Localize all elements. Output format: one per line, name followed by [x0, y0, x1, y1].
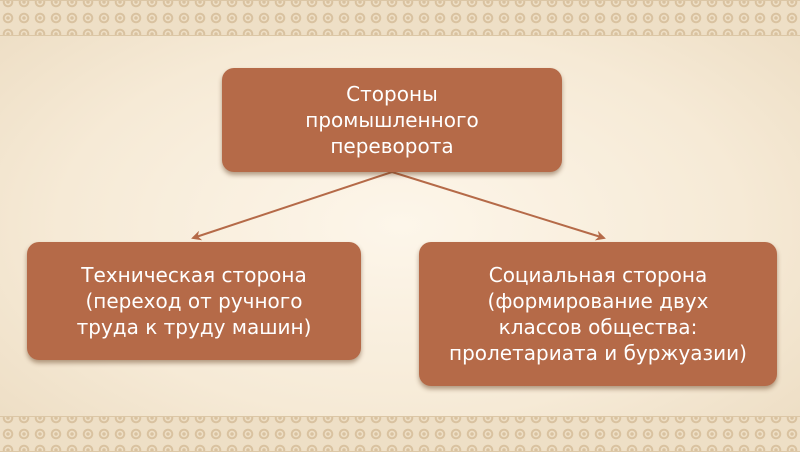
- ornamental-border-top: [0, 0, 800, 36]
- ornamental-border-bottom: [0, 416, 800, 452]
- root-node-label: Стороны промышленного переворота: [305, 82, 479, 158]
- technical-side-label: Техническая сторона (переход от ручного …: [76, 263, 312, 339]
- social-side-label: Социальная сторона (формирование двух кл…: [449, 263, 747, 365]
- arrow-to-technical: [191, 171, 393, 241]
- arrow-to-social: [391, 171, 606, 241]
- social-side-node: Социальная сторона (формирование двух кл…: [419, 242, 777, 386]
- root-node: Стороны промышленного переворота: [222, 68, 562, 172]
- technical-side-node: Техническая сторона (переход от ручного …: [27, 242, 361, 360]
